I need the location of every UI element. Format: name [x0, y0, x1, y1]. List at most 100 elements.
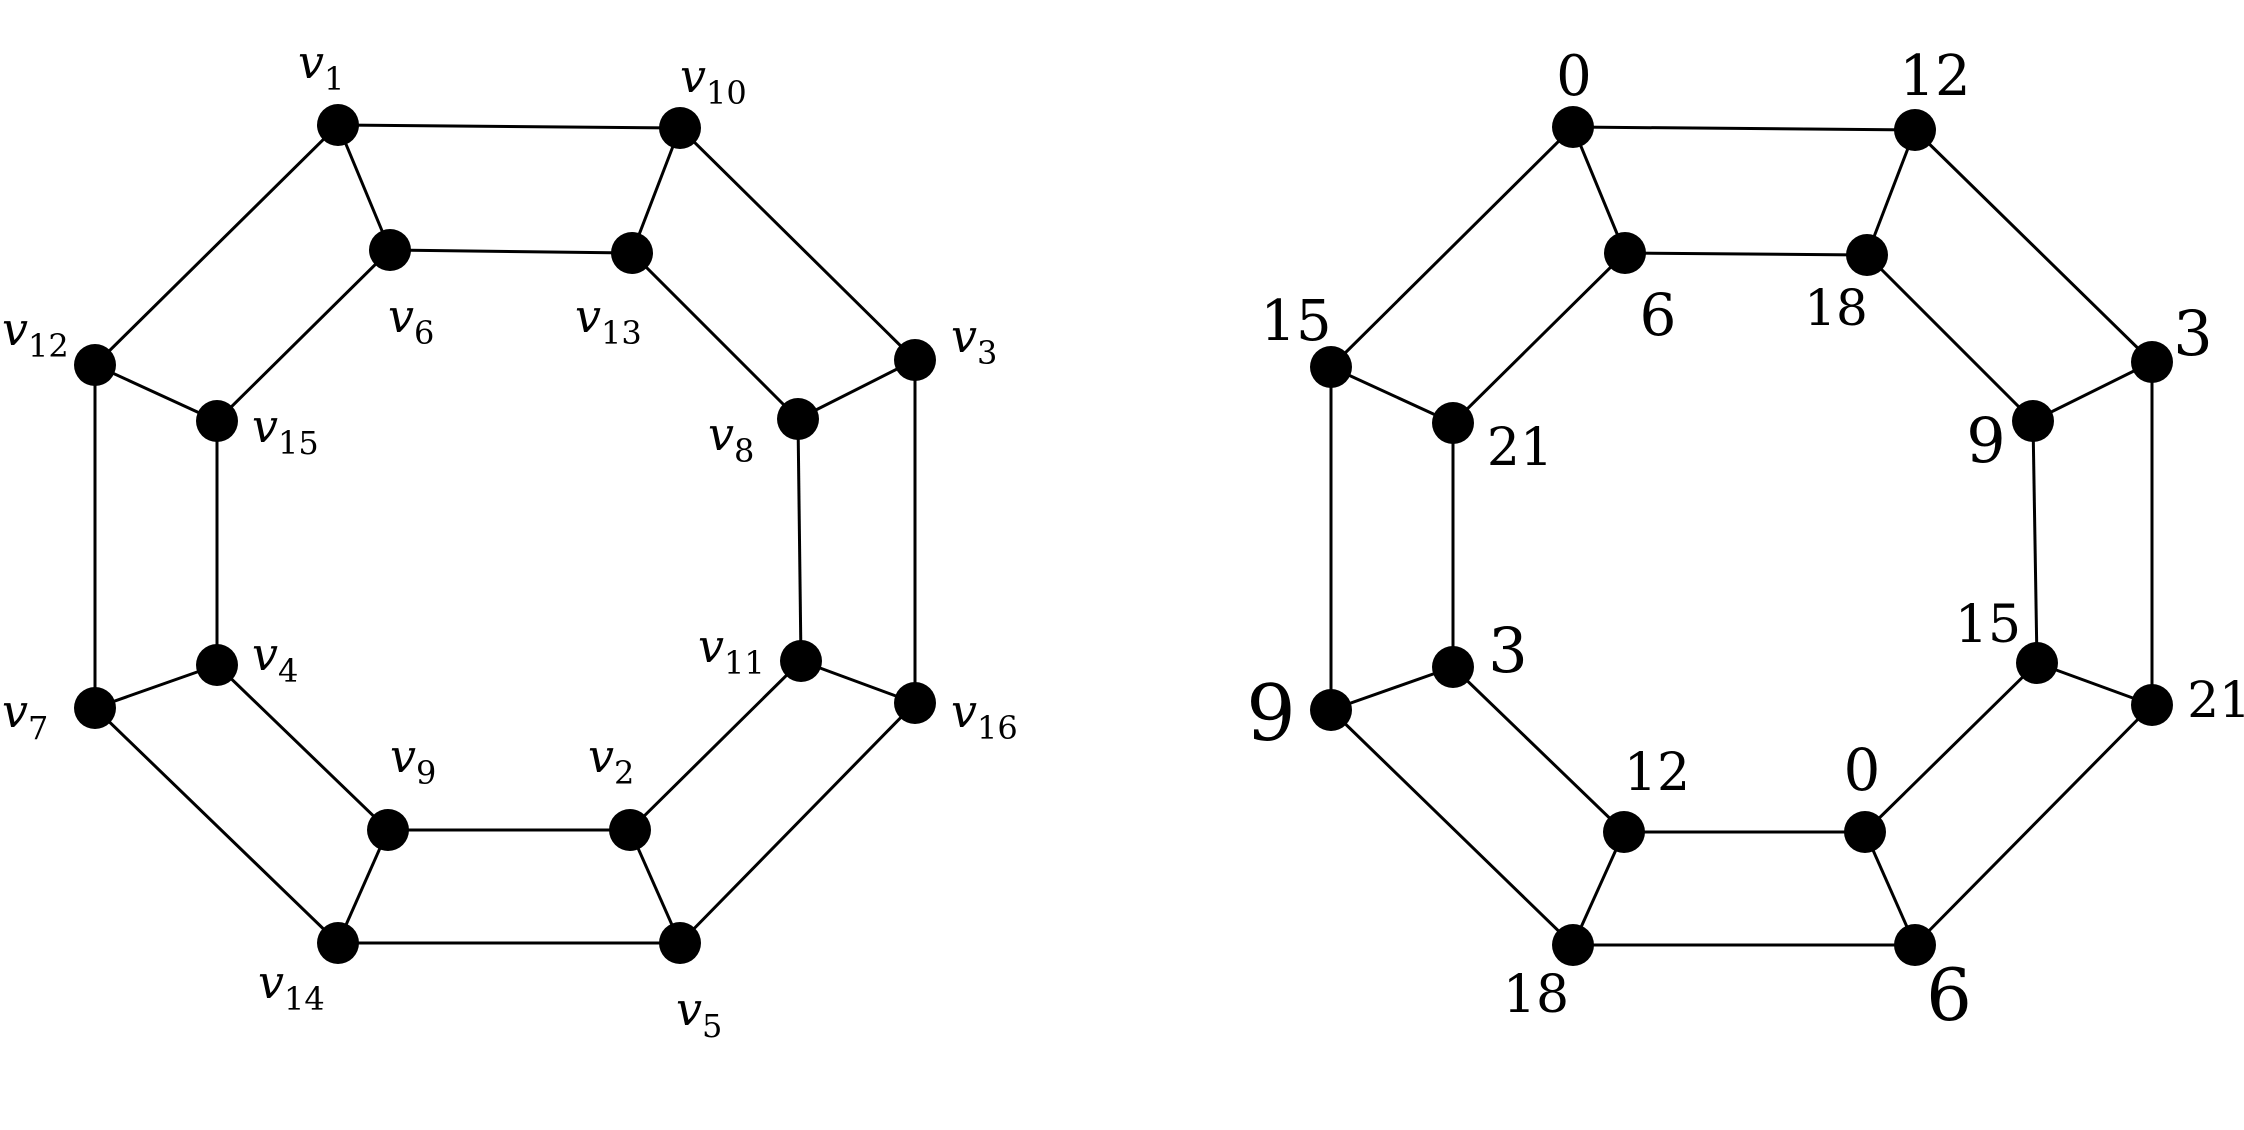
left-edge-v10-v3 — [678, 126, 917, 362]
right-vertex-v7 — [1310, 689, 1352, 731]
right-label-v15: 21 — [1487, 418, 1553, 478]
left-vertex-v10 — [659, 107, 701, 149]
left-edge-v15-v6 — [215, 248, 392, 423]
right-vertex-v8 — [2012, 400, 2054, 442]
left-vertex-v7 — [74, 687, 116, 729]
right-edge-v13-v8 — [1865, 253, 2035, 423]
right-vertex-v5 — [1894, 924, 1936, 966]
left-label-v1: v1 — [298, 35, 344, 98]
right-vertex-v11 — [2016, 642, 2058, 684]
right-vertex-v3 — [2131, 341, 2173, 383]
right-edge-v11-v2 — [1863, 661, 2039, 834]
left-label-v13: v13 — [575, 289, 642, 352]
right-edge-v8-v11 — [2031, 420, 2039, 664]
left-vertex-v8 — [777, 398, 819, 440]
right-edge-v3-v8 — [2032, 360, 2153, 423]
right-label-v3: 3 — [2173, 297, 2212, 370]
right-edge-v6-v13 — [1624, 251, 1868, 257]
right-graph: 0 12 6 18 15 3 21 9 3 15 9 21 12 0 18 6 — [1246, 44, 2244, 1037]
right-vertex-v16 — [2131, 684, 2173, 726]
left-label-v2: v2 — [588, 729, 634, 792]
right-label-v9: 12 — [1624, 743, 1690, 803]
left-vertex-v13 — [611, 232, 653, 274]
left-vertex-v6 — [369, 229, 411, 271]
right-edge-v16-v5 — [1913, 703, 2154, 947]
right-edge-v15-v6 — [1451, 251, 1627, 425]
left-edge-v8-v11 — [796, 418, 803, 662]
left-vertex-v11 — [780, 640, 822, 682]
right-label-v1: 0 — [1556, 44, 1592, 109]
left-label-v14: v14 — [258, 955, 325, 1018]
left-edge-v9-v4 — [215, 663, 390, 832]
right-vertex-v12 — [1310, 346, 1352, 388]
right-edge-v9-v4 — [1451, 665, 1626, 834]
left-edge-v3-v8 — [797, 358, 916, 421]
left-edge-v16-v5 — [678, 701, 917, 945]
right-edge-v1-v6 — [1571, 126, 1627, 254]
right-vertex-v10 — [1894, 109, 1936, 151]
left-label-v7: v7 — [2, 684, 48, 747]
left-label-v4: v4 — [252, 627, 298, 690]
right-edge-v10-v3 — [1913, 128, 2154, 364]
right-vertex-v9 — [1603, 811, 1645, 853]
right-label-v16: 21 — [2187, 671, 2244, 729]
right-edges — [1329, 125, 2154, 947]
right-edge-v14-v7 — [1329, 708, 1575, 947]
left-vertex-v3 — [894, 339, 936, 381]
left-edge-v12-v15 — [94, 363, 218, 423]
left-label-v5: v5 — [676, 982, 722, 1045]
left-edge-v7-v4 — [94, 663, 218, 710]
right-vertex-v14 — [1552, 924, 1594, 966]
left-vertex-v4 — [196, 644, 238, 686]
left-label-v16: v16 — [951, 684, 1018, 747]
right-vertex-labels: 0 12 6 18 15 3 21 9 3 15 9 21 12 0 18 6 — [1246, 44, 2244, 1037]
left-edge-v11-v2 — [628, 659, 803, 832]
right-vertex-v6 — [1604, 232, 1646, 274]
left-edge-v12-v1 — [93, 123, 340, 367]
left-label-v6: v6 — [388, 289, 434, 352]
right-edge-v7-v4 — [1330, 665, 1454, 712]
right-label-v6: 6 — [1640, 281, 1677, 349]
left-vertex-v5 — [659, 922, 701, 964]
right-label-v11: 15 — [1955, 595, 2021, 655]
left-edge-v6-v13 — [389, 248, 633, 255]
right-label-v14: 18 — [1503, 965, 1569, 1025]
right-label-v5: 6 — [1926, 953, 1972, 1037]
right-label-v8: 9 — [1966, 404, 2005, 477]
right-edge-v10-v13 — [1865, 129, 1917, 256]
left-edge-v13-v8 — [630, 251, 800, 421]
right-vertex-v2 — [1844, 811, 1886, 853]
right-edge-v12-v1 — [1329, 125, 1575, 369]
left-vertex-v9 — [367, 809, 409, 851]
right-label-v4: 3 — [1488, 614, 1527, 687]
left-vertex-v1 — [317, 104, 359, 146]
left-edge-v1-v6 — [336, 124, 392, 251]
left-vertex-v15 — [196, 400, 238, 442]
right-edge-v1-v10 — [1572, 125, 1916, 132]
left-label-v8: v8 — [708, 407, 754, 470]
left-edge-v10-v13 — [630, 127, 682, 254]
left-label-v11: v11 — [698, 619, 765, 682]
left-label-v9: v9 — [390, 729, 436, 792]
left-label-v3: v3 — [951, 309, 997, 372]
right-vertex-v1 — [1552, 106, 1594, 148]
left-vertex-v16 — [894, 682, 936, 724]
left-vertex-v2 — [609, 809, 651, 851]
right-label-v10: 12 — [1899, 44, 1970, 109]
left-vertex-v12 — [74, 344, 116, 386]
right-label-v7: 9 — [1246, 669, 1296, 759]
right-vertices — [1310, 106, 2173, 966]
right-label-v2: 0 — [1844, 736, 1881, 804]
left-vertices — [74, 104, 936, 964]
left-edge-v14-v7 — [93, 706, 340, 945]
left-label-v12: v12 — [2, 302, 69, 365]
right-label-v12: 15 — [1260, 289, 1331, 354]
right-label-v13: 18 — [1804, 279, 1868, 337]
left-vertex-v14 — [317, 922, 359, 964]
right-vertex-v4 — [1432, 646, 1474, 688]
right-vertex-v15 — [1432, 402, 1474, 444]
right-edge-v12-v15 — [1330, 365, 1454, 425]
